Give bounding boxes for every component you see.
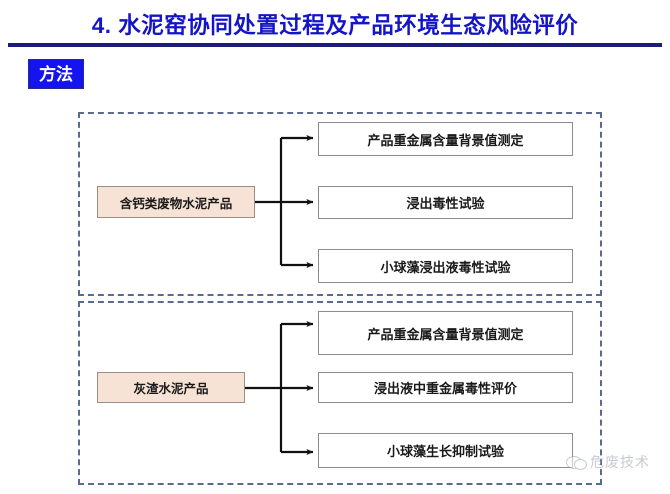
title-underline-rule bbox=[8, 43, 662, 47]
wechat-bubble-icon bbox=[566, 454, 587, 470]
source-node-group-2[interactable]: 灰渣水泥产品 bbox=[97, 372, 245, 403]
watermark: 危废技术 bbox=[566, 452, 650, 472]
section-badge-method: 方法 bbox=[28, 59, 84, 89]
watermark-label: 危废技术 bbox=[590, 454, 650, 470]
task-node-group-2-item-1[interactable]: 产品重金属含量背景值测定 bbox=[318, 311, 573, 355]
page-title: 4. 水泥窑协同处置过程及产品环境生态风险评价 bbox=[91, 13, 579, 38]
group-frame-1 bbox=[78, 112, 602, 296]
source-node-group-1[interactable]: 含钙类废物水泥产品 bbox=[97, 186, 255, 218]
task-node-group-1-item-3[interactable]: 小球藻浸出液毒性试验 bbox=[318, 249, 573, 283]
group-frame-2 bbox=[78, 301, 602, 485]
task-node-group-1-item-2[interactable]: 浸出毒性试验 bbox=[318, 186, 573, 219]
task-node-group-2-item-3[interactable]: 小球藻生长抑制试验 bbox=[318, 433, 573, 468]
task-node-group-1-item-1[interactable]: 产品重金属含量背景值测定 bbox=[318, 122, 573, 156]
task-node-group-2-item-2[interactable]: 浸出液中重金属毒性评价 bbox=[318, 372, 573, 403]
